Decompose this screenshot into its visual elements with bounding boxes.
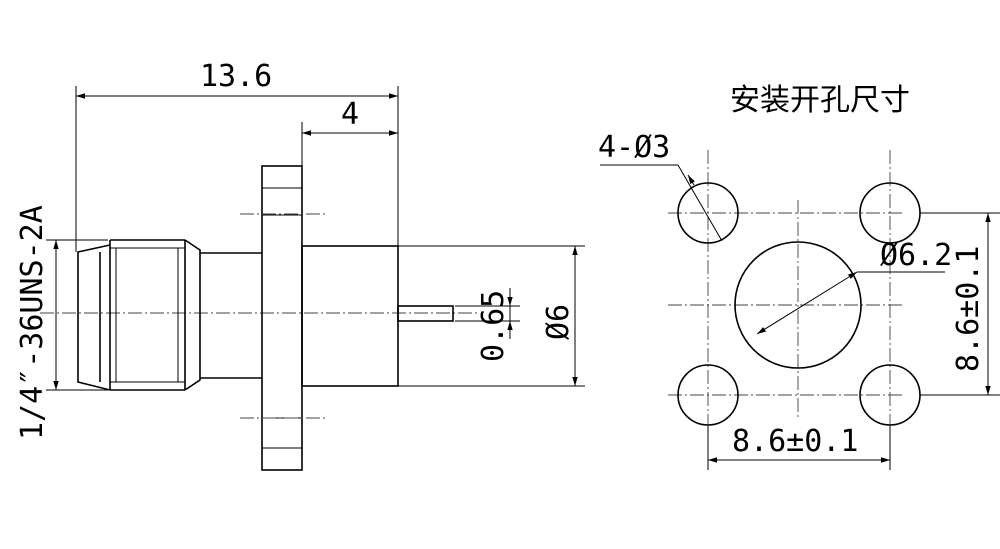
- center-hole-label: Ø6.2: [880, 238, 952, 273]
- thread-spec-label: 1/4″-36UNS-2A: [15, 205, 50, 440]
- side-view: 13.6 4 1/4″-36UNS-2A 0.65: [15, 59, 585, 471]
- threaded-coupling: [77, 239, 201, 391]
- pin-diameter-label: 0.65: [476, 290, 511, 362]
- dim-vertical-spacing: 8.6±0.1: [920, 212, 1000, 396]
- dim-overall-length: 13.6: [75, 59, 399, 252]
- vertical-spacing-label: 8.6±0.1: [951, 246, 986, 372]
- dim-thread: 1/4″-36UNS-2A: [15, 205, 108, 440]
- mount-holes-label: 4-Ø3: [598, 130, 670, 165]
- front-body: [301, 245, 399, 387]
- dim-flange-to-end: 4: [301, 97, 398, 166]
- dim-center-hole: Ø6.2: [756, 238, 952, 335]
- dim-horizontal-spacing: 8.6±0.1: [707, 424, 891, 470]
- panel-cutout: 安装开孔尺寸 4-Ø3 Ø6.2: [598, 83, 1000, 470]
- dim-pin-diameter: 0.65: [455, 288, 520, 362]
- mounting-flange: [240, 165, 325, 471]
- mount-hole-bottom-left: [677, 364, 739, 426]
- flange-to-end-label: 4: [341, 97, 359, 132]
- cutout-title: 安装开孔尺寸: [730, 83, 910, 118]
- center-pin: [397, 305, 454, 322]
- body-diameter-label: Ø6: [541, 304, 576, 340]
- mount-hole-top-left: [677, 182, 739, 244]
- dim-body-diameter: Ø6: [398, 245, 585, 387]
- horizontal-spacing-label: 8.6±0.1: [732, 424, 858, 459]
- center-hole: [734, 241, 862, 369]
- overall-length-label: 13.6: [200, 59, 272, 94]
- dim-mount-holes: 4-Ø3: [598, 130, 723, 242]
- body-tube: [200, 252, 262, 379]
